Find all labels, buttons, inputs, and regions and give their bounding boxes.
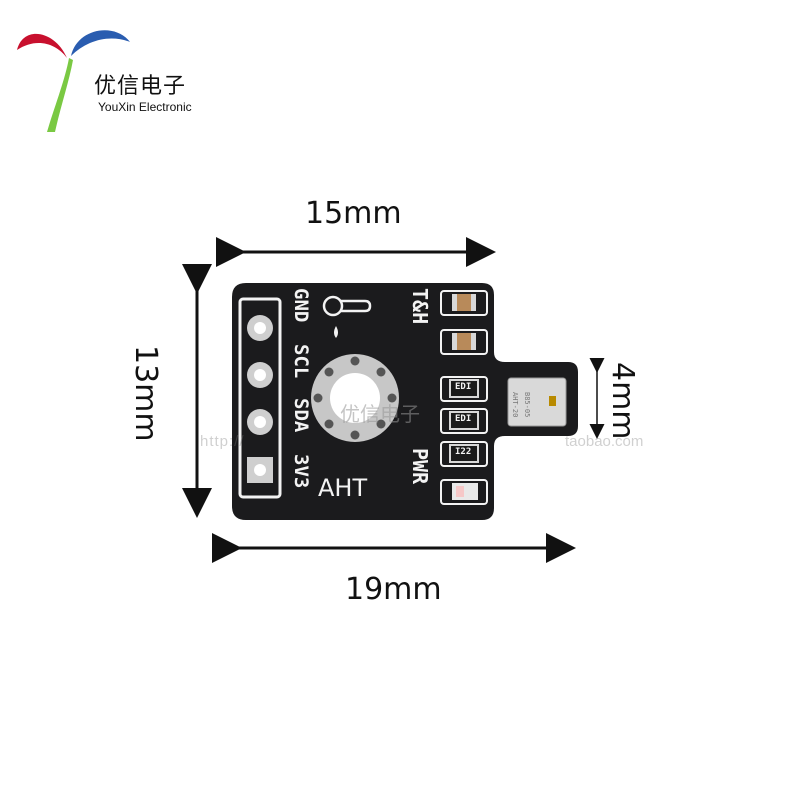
- thermometer-icon: [322, 295, 372, 338]
- label-model: AHT: [318, 474, 368, 502]
- resistor-code-3: I22: [455, 447, 472, 457]
- resistor-code-2: EDI: [455, 414, 472, 424]
- mounting-hole: [311, 354, 399, 442]
- resistors: [449, 379, 479, 463]
- aht20-sensor-chip: [507, 377, 567, 427]
- brand-name-cn: 优信电子: [94, 74, 187, 99]
- dim-label-15mm: 15mm: [305, 196, 402, 231]
- resistor-code-1: EDI: [455, 382, 472, 392]
- sensor-mark-1: AHT-20: [511, 392, 519, 418]
- watermark-right: taobao.com: [565, 433, 644, 450]
- watermark-left: http://: [200, 433, 245, 450]
- components: [440, 290, 488, 505]
- brand-name-en: YouXin Electronic: [98, 100, 192, 114]
- pin-label-scl: SCL: [290, 344, 312, 379]
- dim-label-19mm: 19mm: [345, 572, 442, 607]
- capacitors: [452, 294, 476, 350]
- youxin-logo-icon: [17, 30, 130, 132]
- label-pwr: PWR: [408, 448, 432, 485]
- sensor-mark-2: B85-05: [523, 392, 531, 418]
- pin-label-3v3: 3V3: [290, 454, 312, 489]
- pin-label-gnd: GND: [290, 288, 312, 323]
- pin-label-sda: SDA: [290, 398, 312, 433]
- pin-pads: [247, 315, 273, 483]
- label-th: T&H: [408, 288, 432, 325]
- watermark-cn: 优信电子: [340, 402, 420, 426]
- led-icon: [452, 483, 478, 500]
